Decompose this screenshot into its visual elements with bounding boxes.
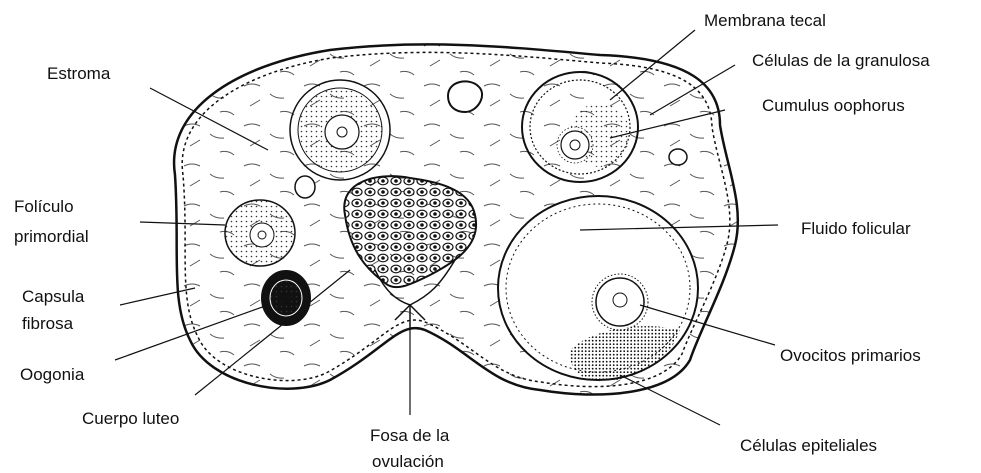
label-foliculo-primordial-2: primordial	[14, 226, 89, 247]
label-fosa-ovulacion-2: ovulación	[372, 451, 444, 472]
label-celulas-epiteliales: Células epiteliales	[740, 435, 877, 456]
label-celulas-granulosa: Células de la granulosa	[752, 50, 930, 71]
label-oogonia: Oogonia	[20, 364, 84, 385]
label-capsula-fibrosa-1: Capsula	[22, 286, 84, 307]
mature-follicle	[498, 196, 698, 382]
label-estroma: Estroma	[47, 63, 110, 84]
label-foliculo-primordial-1: Folículo	[14, 196, 74, 217]
primordial-follicle	[225, 200, 295, 266]
label-capsula-fibrosa-2: fibrosa	[22, 313, 73, 334]
label-fluido-folicular: Fluido folicular	[801, 218, 911, 239]
label-membrana-tecal: Membrana tecal	[704, 10, 826, 31]
growing-follicle	[290, 80, 390, 180]
blood-vessel	[448, 81, 482, 112]
small-vessel-right	[669, 149, 687, 165]
label-ovocitos-primarios: Ovocitos primarios	[780, 345, 921, 366]
label-cumulus-oophorus: Cumulus oophorus	[762, 95, 905, 116]
small-vessel	[295, 176, 315, 198]
oogonia-cluster	[262, 271, 310, 325]
label-fosa-ovulacion-1: Fosa de la	[370, 425, 449, 446]
label-cuerpo-luteo: Cuerpo luteo	[82, 408, 179, 429]
